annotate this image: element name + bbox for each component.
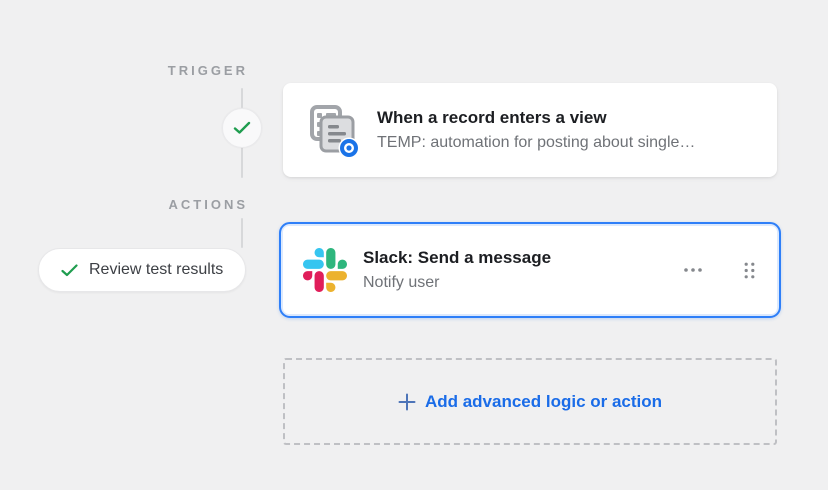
trigger-card[interactable]: When a record enters a view TEMP: automa… — [283, 83, 777, 177]
review-test-results-label: Review test results — [89, 261, 224, 278]
actions-section-label: ACTIONS — [168, 197, 248, 212]
trigger-card-subtitle: TEMP: automation for posting about singl… — [377, 134, 696, 152]
action-card-slack[interactable]: Slack: Send a message Notify user — [279, 222, 781, 318]
check-icon — [61, 263, 78, 277]
connector-line-bottom — [241, 218, 243, 248]
action-card-subtitle: Notify user — [363, 274, 440, 292]
add-advanced-logic-button[interactable]: Add advanced logic or action — [283, 358, 777, 445]
record-enters-view-icon — [305, 101, 361, 159]
overflow-menu-icon[interactable] — [680, 264, 706, 276]
check-icon — [233, 121, 251, 135]
trigger-status-badge — [222, 108, 262, 148]
connector-line-top — [241, 88, 243, 108]
slack-logo-icon — [303, 248, 347, 292]
action-card-slack-content: Slack: Send a message Notify user — [283, 226, 777, 314]
action-card-title: Slack: Send a message — [363, 247, 552, 267]
trigger-section-label: TRIGGER — [167, 63, 248, 78]
review-test-results-button[interactable]: Review test results — [38, 248, 247, 292]
add-advanced-logic-label: Add advanced logic or action — [424, 391, 663, 411]
trigger-card-title: When a record enters a view — [377, 107, 607, 127]
connector-line-middle — [241, 147, 243, 178]
plus-icon — [398, 393, 416, 411]
drag-handle-icon[interactable] — [740, 258, 759, 283]
